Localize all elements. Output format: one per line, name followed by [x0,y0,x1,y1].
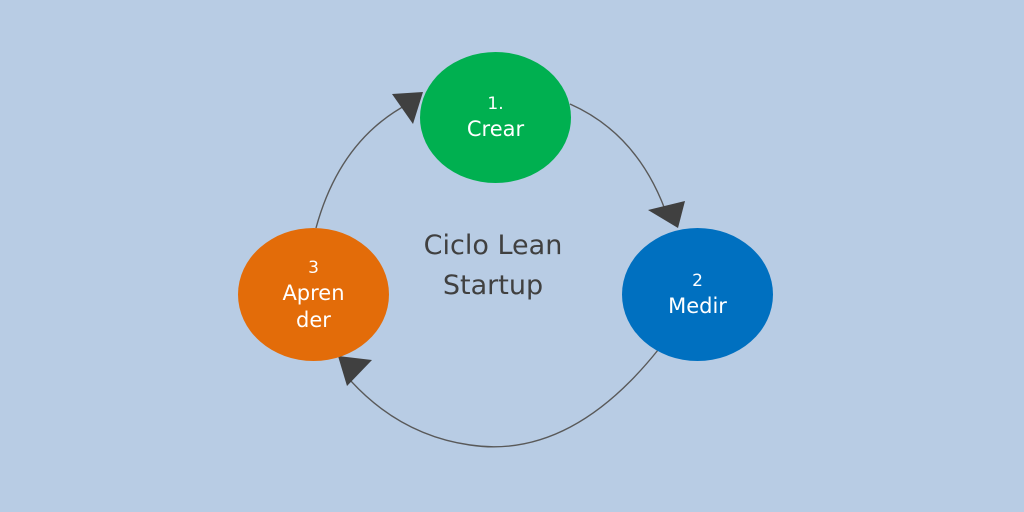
stage-aprender-circle: 3 Apren der [238,228,389,361]
stage-medir-number: 2 [692,271,703,291]
stage-aprender-label-line2: der [296,307,331,332]
cycle-title-line1: Ciclo Lean [423,230,563,261]
stage-aprender-label-line1: Apren [282,280,345,305]
stage-crear-label: Crear [466,117,525,141]
connector-medir-to-aprender [349,349,659,448]
arrowhead-into-aprender [338,356,372,386]
arrowhead-into-medir [648,201,685,228]
stage-crear-circle: 1. Crear [420,52,571,183]
stage-medir-circle: 2 Medir [622,228,773,361]
connector-aprender-to-crear [315,103,409,229]
stage-medir-label: Medir [668,294,727,318]
arrowhead-into-crear [392,92,423,124]
stage-crear-number: 1. [487,94,504,114]
cycle-title-line2: Startup [442,270,544,301]
connector-crear-to-medir [569,103,669,219]
stage-aprender-number: 3 [308,257,319,278]
cycle-title: Ciclo Lean Startup [380,226,606,306]
